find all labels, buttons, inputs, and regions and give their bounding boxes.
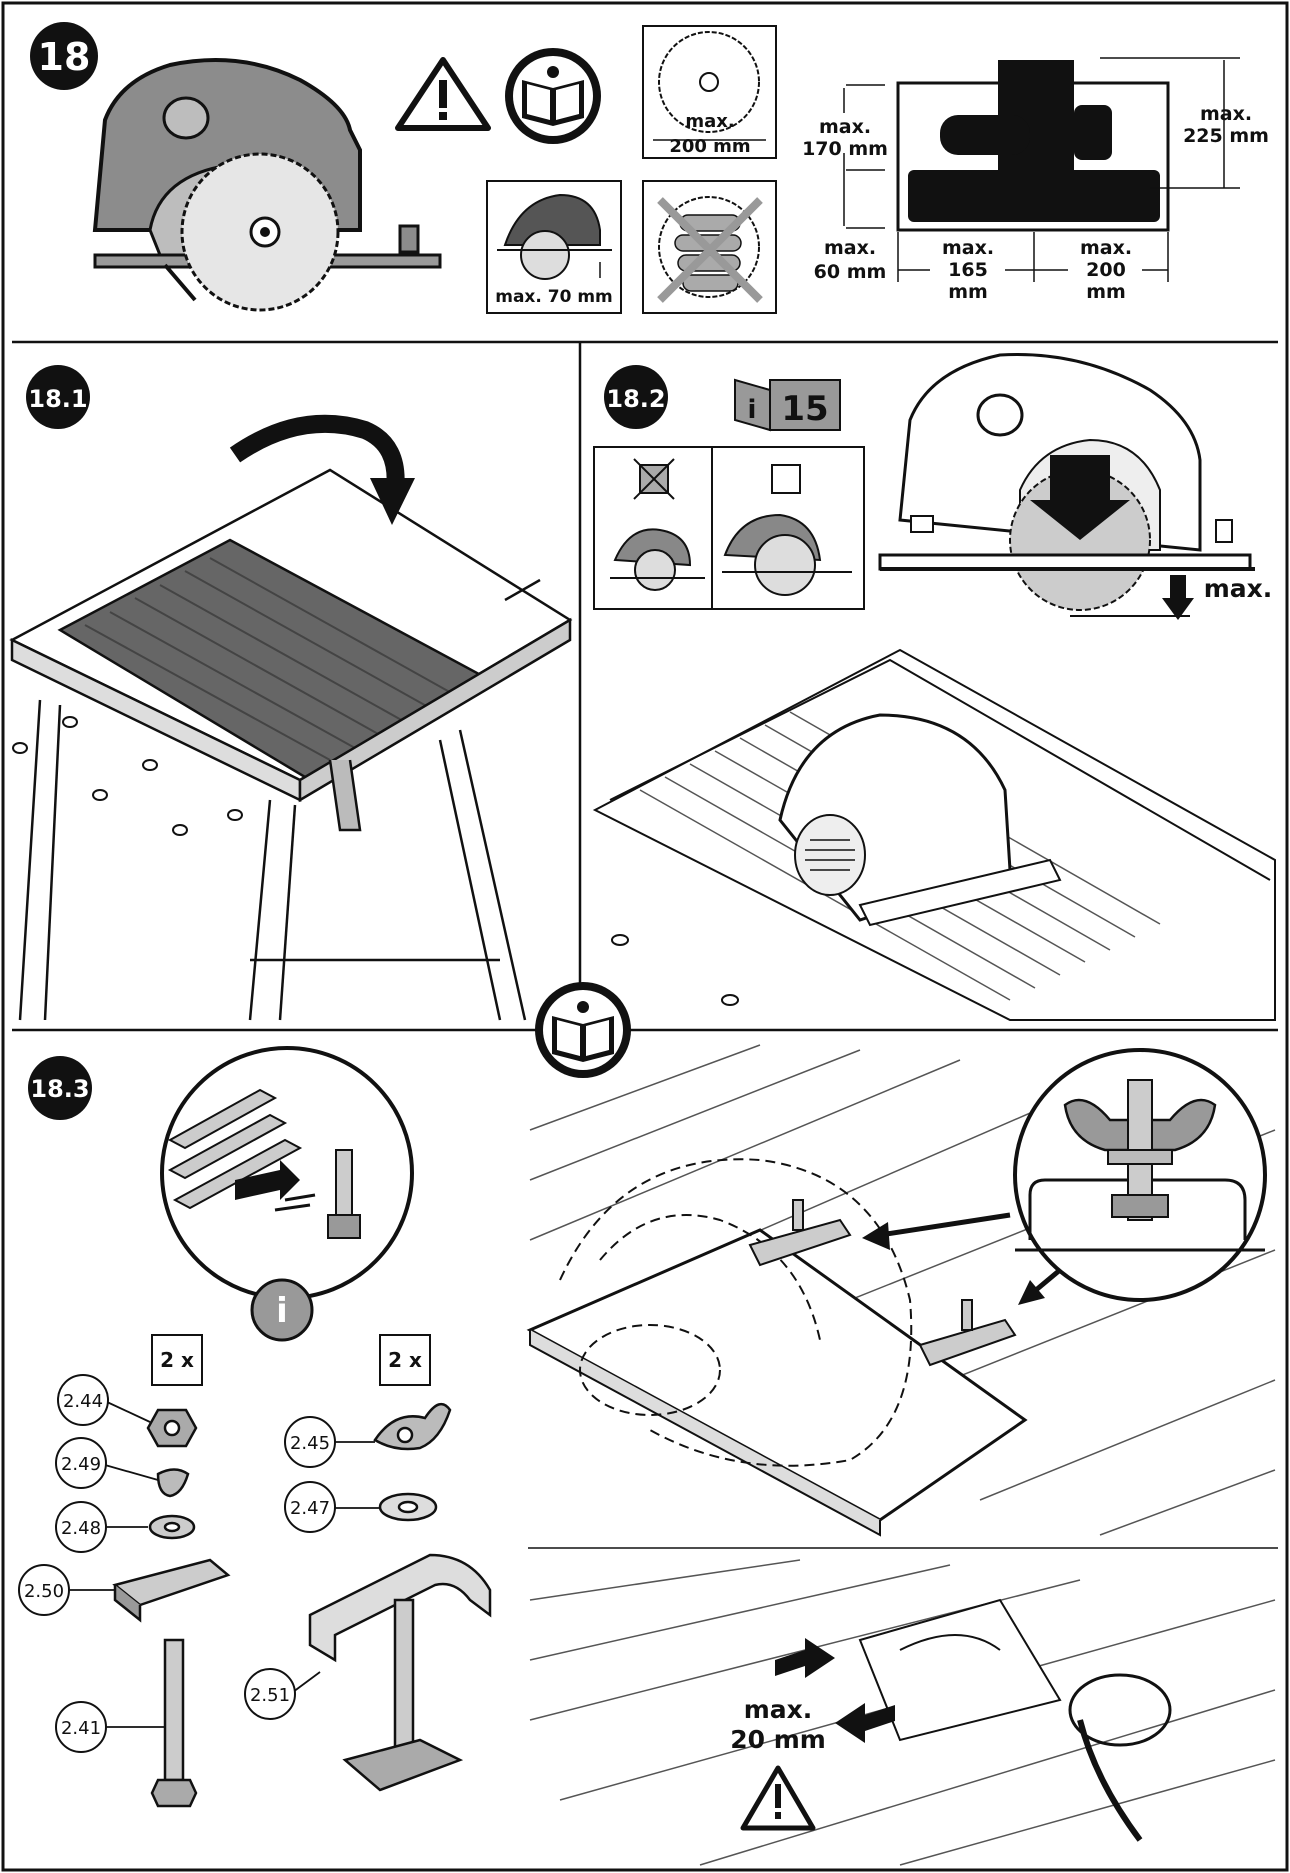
magnifier-arrows [862,1212,1062,1305]
read-manual-icon [505,48,601,144]
callout-2-49: 2.49 [61,1454,101,1475]
dim-200-unit: mm [1086,281,1126,303]
dim-165-unit: mm [948,281,988,303]
dim-170-label: max. [819,116,871,138]
dim-60-label: max. [824,237,876,259]
section-18-3: 18.3 i 2 x 2 x [18,1044,1276,1866]
warning-icon [395,57,491,131]
step-badge [28,1056,92,1120]
workbench-drawing [9,468,573,1021]
callout-2-41: 2.41 [61,1718,101,1739]
cutting-depth-box: max. 70 mm [486,180,622,314]
rail-magnifier: i [160,1046,414,1342]
wing-nut-magnifier [1013,1048,1267,1302]
cutting-capacity-diagram: max. 170 mm max. 60 mm max. 165 mm max. … [802,57,1269,303]
manual-page-icon: i 15 [734,378,841,432]
info-manual-icon [535,982,631,1078]
dim-225-label: max. [1200,103,1252,125]
step-badge [604,365,668,429]
step-badge-label: 18 [38,35,91,79]
dim-60-value: 60 mm [814,261,887,283]
callout-2-48: 2.48 [61,1518,101,1539]
dim-200-label: max. [1080,237,1132,259]
no-logs-box [642,180,777,314]
quantity-right: 2 x [388,1348,422,1372]
blade-gap-detail: max. 20 mm [529,1559,1276,1866]
orientation-box [593,446,865,610]
svg-text:i: i [748,395,757,425]
quantity-left: 2 x [160,1348,194,1372]
blade-diameter-box: max. 200 mm [642,25,777,159]
callout-2-50: 2.50 [24,1581,64,1602]
step-badge [26,365,90,429]
hardware-parts [112,1402,492,1808]
dim-225-value: 225 mm [1183,125,1269,147]
rotate-arrow [229,414,405,491]
callout-2-44: 2.44 [63,1391,103,1412]
circular-saw-drawing [92,58,442,312]
bench-holes [611,934,739,1006]
depth-max-label: max. 70 mm [495,287,613,307]
quantity-box-right [379,1334,431,1386]
dim-165-label: max. [942,237,994,259]
dim-165-value: 165 [948,259,988,281]
dim-170-value: 170 mm [802,138,888,160]
step-badge [30,22,98,90]
section-18-2: 18.2 i 15 [592,352,1276,1021]
plunge-saw-drawing: max. [878,352,1273,620]
blade-max-label: max. [685,111,734,132]
bench-holes [12,716,243,836]
blade-max-value: 200 mm [669,136,750,157]
saw-on-bench-drawing [592,648,1276,1021]
gap-max-value: 20 mm [730,1725,826,1754]
section-18-1: 18.1 [9,365,573,1021]
callout-2-51: 2.51 [250,1685,290,1706]
step-badge-label: 18.1 [28,385,87,413]
callout-2-45: 2.45 [290,1433,330,1454]
part-callouts: 2.44 2.49 2.48 2.50 2.41 2.45 2.47 2.51 [18,1374,380,1753]
callout-2-47: 2.47 [290,1498,330,1519]
gap-max-label: max. [744,1695,813,1724]
step-badge-label: 18.2 [606,385,665,413]
dim-200-value: 200 [1086,259,1126,281]
rotate-arrow-head [370,478,415,525]
quantity-box-left [151,1334,203,1386]
depth-max-label: max. [1204,574,1273,603]
step-badge-label: 18.3 [30,1075,89,1103]
section-18: 18 [30,22,1269,314]
manual-page-number: 15 [781,389,828,429]
svg-text:i: i [276,1291,288,1331]
